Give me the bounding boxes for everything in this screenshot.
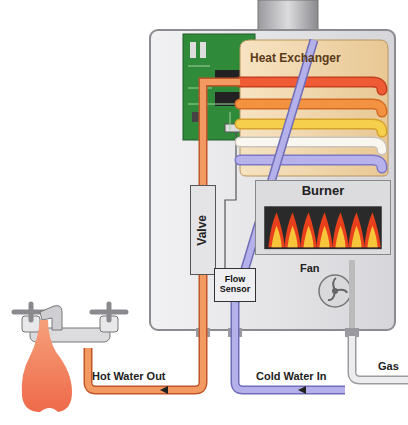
cold-pipe xyxy=(235,292,345,390)
node-label: Valve xyxy=(196,215,209,246)
heat-exchanger: Heat Exchanger xyxy=(240,40,388,80)
heat-coils xyxy=(240,82,382,168)
pipe-label: Hot Water Out xyxy=(92,370,166,382)
burner-box: Burner xyxy=(255,180,391,255)
node-label: Burner xyxy=(256,184,390,198)
fan-label-box: Fan xyxy=(300,262,368,310)
pipe-outline xyxy=(203,82,240,185)
node-label: Flow Sensor xyxy=(215,275,255,295)
flow-sensor-box: Flow Sensor xyxy=(214,268,256,302)
valve-box: Valve xyxy=(190,185,216,275)
sensor-wire xyxy=(225,132,236,272)
faucet xyxy=(14,304,126,342)
water-stream xyxy=(22,320,72,412)
pipe-label: Gas xyxy=(378,360,399,372)
pipe-label: Cold Water In xyxy=(256,370,326,382)
heat-exchanger-body xyxy=(240,40,388,176)
fan-symbol xyxy=(319,275,351,307)
flow-arrow xyxy=(298,386,306,394)
hot-pipe xyxy=(88,250,203,390)
cold-pipe xyxy=(235,292,345,390)
water-pipe xyxy=(203,82,240,185)
node-label: Fan xyxy=(300,262,368,274)
fittings xyxy=(196,328,359,337)
housing xyxy=(150,30,395,330)
gas-line xyxy=(349,260,355,330)
hot-pipe xyxy=(88,250,203,390)
node-label: Heat Exchanger xyxy=(250,52,388,65)
gas-pipe xyxy=(352,336,408,380)
flow-arrow xyxy=(160,386,168,394)
gas-pipe xyxy=(352,336,408,380)
